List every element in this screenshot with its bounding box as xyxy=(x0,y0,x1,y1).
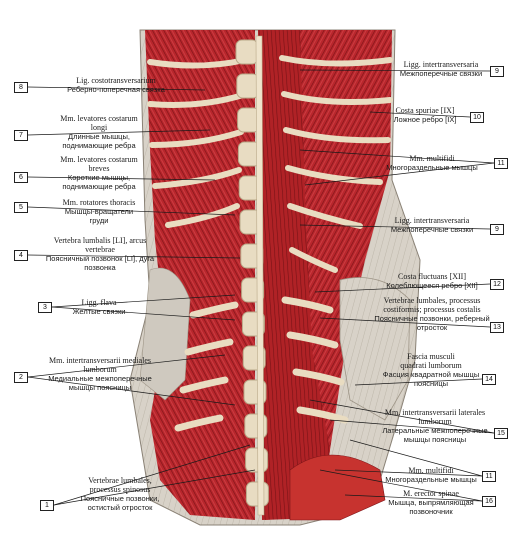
costiform-process xyxy=(189,301,239,319)
lumbar-muscle-band xyxy=(289,454,386,521)
label-1: Vertebrae lumbales, processus spinosus П… xyxy=(80,476,160,512)
label-6-number: 6 xyxy=(14,172,28,183)
costiform-process xyxy=(281,296,334,314)
leader-line xyxy=(27,176,216,181)
leader-line xyxy=(27,254,241,259)
leader-line xyxy=(27,86,206,91)
label-9a: Ligg. intertransversaria Межпоперечные с… xyxy=(399,60,483,78)
leader-line xyxy=(27,354,226,378)
label-4-number: 4 xyxy=(14,250,28,261)
label-16-number: 16 xyxy=(482,496,496,507)
leader-line xyxy=(344,494,483,502)
left-ribs xyxy=(147,57,248,228)
leader-line xyxy=(27,376,236,406)
leader-line xyxy=(314,283,491,293)
label-1-number: 1 xyxy=(40,500,54,511)
label-9a-number: 9 xyxy=(490,66,504,77)
label-11a-number: 11 xyxy=(494,158,508,169)
label-12: Costa fluctuans [XII] Колеблющееся ребро… xyxy=(386,272,478,290)
costiform-process xyxy=(179,376,229,394)
leader-line xyxy=(304,162,495,186)
leader-lines xyxy=(27,69,495,506)
costiform-process xyxy=(296,406,349,424)
erector-spinae-column xyxy=(258,30,330,520)
vertebra xyxy=(235,39,259,65)
transverse-processes xyxy=(174,296,349,432)
leader-line xyxy=(369,111,471,118)
leader-line xyxy=(27,129,211,136)
costiform-process xyxy=(286,331,339,349)
costiform-process xyxy=(292,368,345,386)
spinous-process-strip xyxy=(255,35,265,516)
label-6: Mm. levatores costarum breves Короткие м… xyxy=(60,155,138,191)
label-15: Mm. intertransversarii laterales lumboru… xyxy=(382,408,488,444)
label-8: Lig. costotransversarium Реберно-попереч… xyxy=(67,76,165,94)
leader-line xyxy=(51,294,236,308)
leader-line xyxy=(299,69,491,72)
label-12-number: 12 xyxy=(490,279,504,290)
label-3-number: 3 xyxy=(38,302,52,313)
label-11b: Mm. multifidi Многораздельные мышцы xyxy=(385,466,477,484)
label-11a: Mm. multifidi Многораздельные мышцы xyxy=(386,154,478,172)
leader-line xyxy=(349,439,483,477)
leader-line xyxy=(53,469,256,506)
leader-line xyxy=(319,469,483,502)
label-14: Fascia musculi quadrati lumborum Фасция … xyxy=(382,352,480,388)
leader-line xyxy=(299,149,495,164)
leader-line xyxy=(27,206,236,216)
quadratus-fascia xyxy=(339,277,411,421)
left-lumbar-fascia xyxy=(139,267,191,401)
label-4: Vertebra lumbalis [LI], arcus vertebrae … xyxy=(45,236,155,272)
vertebra xyxy=(245,447,269,473)
leader-line xyxy=(51,306,236,321)
leader-line xyxy=(53,444,251,506)
costiform-process xyxy=(184,338,234,356)
left-muscle-mass xyxy=(145,30,255,520)
label-13-number: 13 xyxy=(490,322,504,333)
label-2: Mm. intertransversarii mediales lumborum… xyxy=(48,356,152,392)
label-5-number: 5 xyxy=(14,202,28,213)
costiform-process xyxy=(174,414,224,432)
label-10: Costa spuriae [IX] Ложное ребро [IX] xyxy=(393,106,457,124)
label-5: Mm. rotatores thoracis Мышцы-вращатели г… xyxy=(62,198,136,225)
label-16: M. erector spinae Мышца, выпрямляющая по… xyxy=(388,489,474,516)
leader-line xyxy=(334,469,483,477)
leader-line xyxy=(309,399,495,434)
label-13: Vertebrae lumbales, processus costiformi… xyxy=(374,296,490,332)
label-7-number: 7 xyxy=(14,130,28,141)
label-9b-number: 9 xyxy=(490,224,504,235)
label-8-number: 8 xyxy=(14,82,28,93)
label-14-number: 14 xyxy=(482,374,496,385)
label-3: Ligg. flava Желтые связки xyxy=(72,298,126,316)
leader-line xyxy=(299,224,491,230)
label-10-number: 10 xyxy=(470,112,484,123)
label-7: Mm. levatores costarum longi Длинные мыш… xyxy=(60,114,138,150)
leader-line xyxy=(329,419,495,434)
vertebra xyxy=(236,73,260,99)
leader-line xyxy=(354,378,483,386)
label-2-number: 2 xyxy=(14,372,28,383)
label-9b: Ligg. intertransversaria Межпоперечные с… xyxy=(390,216,474,234)
vertebral-column xyxy=(235,35,269,516)
right-ribs xyxy=(279,55,393,273)
label-15-number: 15 xyxy=(494,428,508,439)
label-11b-number: 11 xyxy=(482,471,496,482)
vertebra xyxy=(245,481,269,507)
leader-line xyxy=(319,317,491,328)
